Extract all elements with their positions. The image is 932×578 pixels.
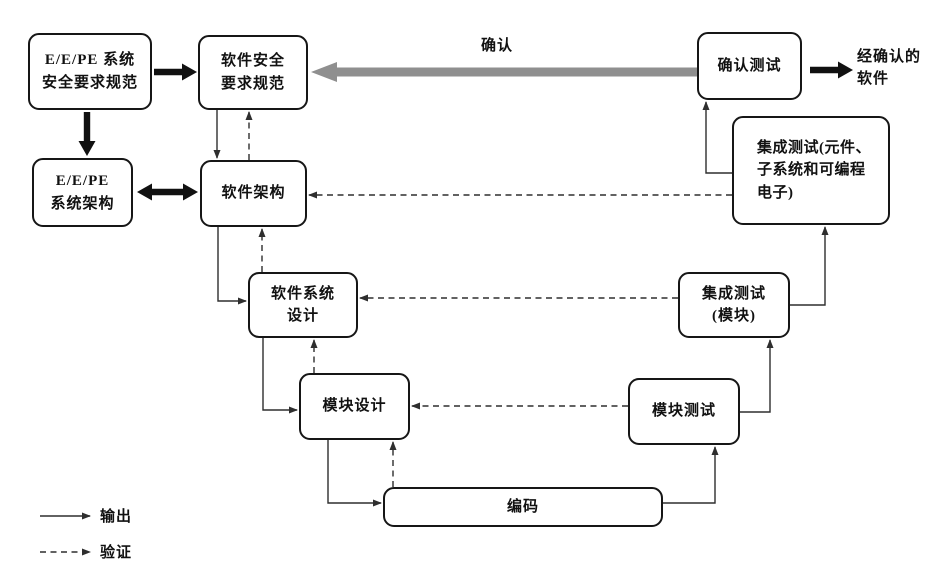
node-software-architecture: 软件架构 xyxy=(200,160,307,227)
node-software-system-design: 软件系统设计 xyxy=(248,272,358,338)
node-validation-test: 确认测试 xyxy=(697,32,802,100)
validated-software-label: 经确认的软件 xyxy=(857,47,921,91)
validated-software-label-line: 软件 xyxy=(857,70,890,87)
thick-arrow-eepe-srs-to-eepe-architecture xyxy=(78,112,96,156)
node-software-safety-req-spec: 软件安全要求规范 xyxy=(198,35,308,110)
node-integration-test-pe-label-line: 集成测试(元件、 xyxy=(757,139,871,156)
node-eepe-system-safety-req-spec-label-line: E/E/PE 系统 xyxy=(44,52,136,68)
validation-arrow-label-line: 确认 xyxy=(481,38,514,54)
solid-edge-software-system-design-to-module-design xyxy=(262,338,298,414)
node-coding-label-line: 编码 xyxy=(506,498,539,515)
node-eepe-system-architecture: E/E/PE 系统架构 xyxy=(32,158,133,227)
node-module-test-label-line: 模块测试 xyxy=(651,403,716,420)
legend-label-verification: 验证 xyxy=(100,545,133,561)
node-validation-test-label-line: 确认测试 xyxy=(717,57,782,74)
validated-software-label-line: 经确认的 xyxy=(857,49,922,65)
node-software-system-design-label-line: 设计 xyxy=(286,308,319,324)
solid-edge-integration-test-module-to-integration-test-pe xyxy=(790,226,829,306)
node-eepe-system-safety-req-spec-label-line: 安全要求规范 xyxy=(41,74,138,91)
node-module-test: 模块测试 xyxy=(628,378,740,445)
node-coding: 编码 xyxy=(383,487,663,527)
node-software-system-design-label-line: 软件系统 xyxy=(270,285,335,302)
node-module-design-label-line: 模块设计 xyxy=(322,398,387,415)
thick-arrow-eepe-architecture-software-architecture-bidirectional xyxy=(137,183,198,201)
node-eepe-system-safety-req-spec: E/E/PE 系统安全要求规范 xyxy=(28,33,152,110)
solid-edge-coding-to-module-test xyxy=(663,446,719,504)
node-eepe-system-architecture-label-line: E/E/PE xyxy=(55,173,110,189)
node-integration-test-pe-label-line: 电子) xyxy=(757,184,794,201)
thick-arrow-validation-gray-arrow xyxy=(311,62,697,82)
solid-edge-integration-test-pe-to-validation-test xyxy=(702,101,732,174)
node-integration-test-module: 集成测试 (模块) xyxy=(678,272,790,338)
thick-arrow-eepe-srs-to-software-srs xyxy=(154,63,197,81)
node-module-design: 模块设计 xyxy=(299,373,410,440)
node-software-safety-req-spec-label-line: 软件安全 xyxy=(220,53,285,69)
solid-edge-software-architecture-to-software-system-design xyxy=(217,227,247,305)
node-integration-test-module-label-line: (模块) xyxy=(712,308,756,324)
node-eepe-system-architecture-label-line: 系统架构 xyxy=(50,195,115,212)
legend-label-output: 输出 xyxy=(100,509,133,525)
node-software-safety-req-spec-label-line: 要求规范 xyxy=(220,75,285,92)
solid-edge-module-test-to-integration-test-module xyxy=(740,339,774,413)
thick-arrow-validation-test-to-validated-software xyxy=(810,61,853,79)
node-integration-test-module-label-line: 集成测试 xyxy=(701,285,766,302)
node-integration-test-pe: 集成测试(元件、子系统和可编程电子) xyxy=(732,116,890,225)
node-software-architecture-label-line: 软件架构 xyxy=(221,185,286,202)
node-integration-test-pe-label-line: 子系统和可编程 xyxy=(757,162,866,179)
solid-edge-module-design-to-coding xyxy=(327,440,382,507)
validation-arrow-label: 确认 xyxy=(481,36,513,58)
